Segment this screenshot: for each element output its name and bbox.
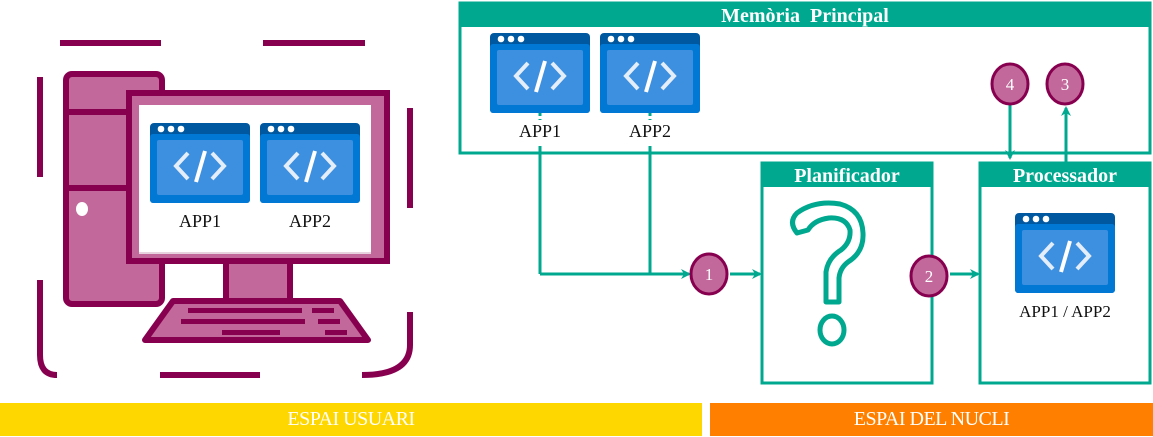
- app-window-icon: [258, 121, 362, 205]
- kernel-space-band: ESPAI DEL NUCLI: [710, 403, 1153, 436]
- user-space-band: ESPAI USUARI: [0, 403, 702, 436]
- question-mark-icon: [790, 200, 866, 347]
- step-2-badge: 2: [909, 254, 949, 298]
- step-1-badge: 1: [689, 252, 729, 296]
- processor-title: Processador: [1013, 165, 1117, 187]
- screen-app-2: APP2: [258, 121, 362, 231]
- memory-app-2: APP2: [598, 31, 702, 141]
- main-memory-box: Memòria Principal APP1 APP2: [458, 1, 1152, 155]
- computer-illustration: APP1 APP2: [37, 40, 413, 378]
- screen-app-1: APP1: [148, 121, 252, 231]
- screen-app-1-label: APP1: [179, 211, 221, 231]
- focus-frame: [37, 40, 413, 378]
- scheduler-title: Planificador: [794, 165, 900, 187]
- power-button-icon: [76, 202, 88, 216]
- keyboard: [142, 298, 371, 343]
- processor-box: Processador APP1 / APP2: [978, 161, 1152, 385]
- memory-app-1: APP1: [488, 31, 592, 141]
- memory-app-1-label: APP1: [519, 121, 561, 141]
- memory-processor-connectors: [1005, 101, 1071, 163]
- step-3-badge: 3: [1045, 62, 1085, 106]
- step-3-label: 3: [1061, 75, 1070, 94]
- screen-app-2-label: APP2: [289, 211, 331, 231]
- scheduler-box: Planificador: [760, 161, 934, 385]
- app-window-icon: [148, 121, 252, 205]
- memory-to-scheduler-connectors: [538, 113, 980, 279]
- main-memory-title: Memòria Principal: [721, 5, 889, 27]
- memory-app-2-label: APP2: [629, 121, 671, 141]
- step-4-label: 4: [1006, 75, 1015, 94]
- step-2-label: 2: [925, 267, 934, 286]
- app-window-icon: [598, 31, 702, 115]
- processor-app-label: APP1 / APP2: [1019, 302, 1111, 321]
- app-window-icon: [488, 31, 592, 115]
- step-4-badge: 4: [990, 62, 1030, 106]
- app-window-icon: [1013, 211, 1117, 295]
- step-1-label: 1: [705, 265, 714, 284]
